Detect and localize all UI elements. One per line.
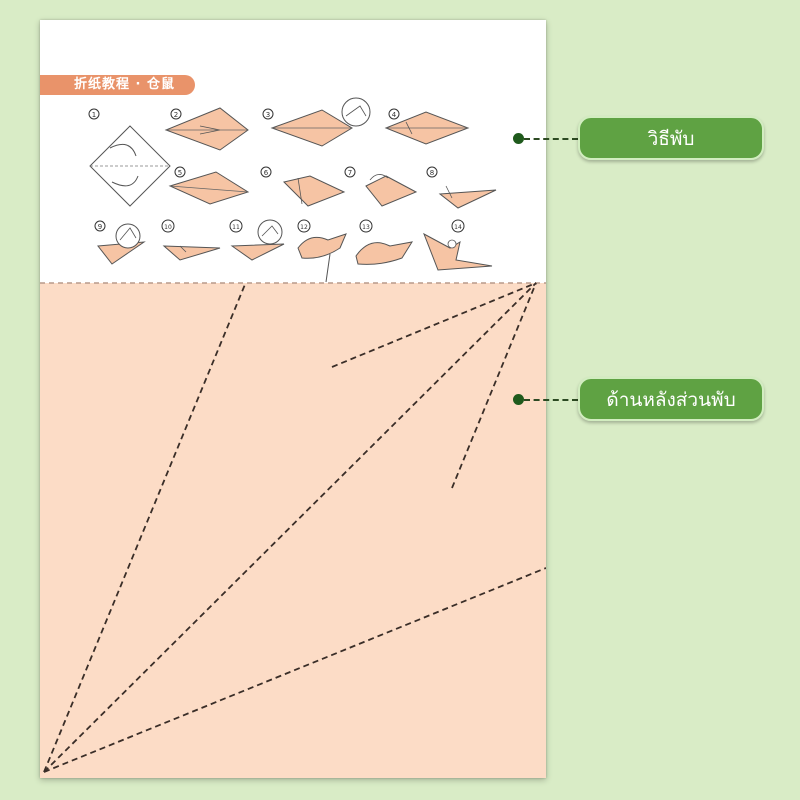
step-number-2: 2	[170, 108, 182, 120]
svg-text:5: 5	[178, 169, 182, 177]
step-number-3: 3	[262, 108, 274, 120]
step-2-diagram	[164, 107, 249, 151]
back-callout: ด้านหลังส่วนพับ	[578, 377, 764, 421]
step-number-14: 14	[451, 219, 465, 233]
step-number-6: 6	[260, 166, 272, 178]
step-number-10: 10	[161, 219, 175, 233]
step-number-8: 8	[426, 166, 438, 178]
svg-text:6: 6	[264, 169, 269, 177]
step-number-13: 13	[359, 219, 373, 233]
fold-diagram: 1 2 3 4 5 6 7 8 9 10 11 12 13 14	[40, 97, 546, 773]
back-pointer-dot	[513, 394, 524, 405]
steps-connector	[524, 138, 578, 140]
svg-text:13: 13	[362, 224, 370, 231]
step-number-9: 9	[94, 220, 106, 232]
steps-pointer-dot	[513, 133, 524, 144]
fold-line-5	[451, 282, 537, 489]
step-14-diagram	[423, 232, 493, 271]
fold-line-1	[43, 281, 247, 773]
step-number-4: 4	[388, 108, 400, 120]
step-11-diagram	[230, 219, 285, 261]
svg-text:4: 4	[392, 111, 397, 119]
fold-line-2	[43, 282, 537, 773]
svg-text:7: 7	[348, 169, 352, 177]
step-number-1: 1	[88, 108, 100, 120]
steps-callout: วิธีพับ	[578, 116, 764, 160]
svg-text:3: 3	[266, 111, 270, 119]
svg-text:9: 9	[98, 223, 102, 231]
fold-line-3	[43, 567, 546, 773]
svg-text:1: 1	[92, 111, 96, 119]
tutorial-title: 折纸教程 · 仓鼠	[40, 75, 195, 95]
svg-text:8: 8	[430, 169, 434, 177]
svg-text:11: 11	[232, 224, 240, 231]
step-8-diagram	[438, 185, 497, 209]
fold-lines-back	[43, 281, 546, 773]
back-connector	[524, 399, 578, 401]
step-7-diagram	[365, 174, 418, 207]
origami-sheet: 折纸教程 · 仓鼠	[40, 20, 546, 778]
step-5-diagram	[168, 171, 250, 205]
step-3-diagram	[270, 97, 371, 147]
svg-text:10: 10	[164, 224, 172, 231]
step-number-12: 12	[297, 219, 311, 233]
step-4-diagram	[384, 111, 470, 145]
step-9-diagram	[97, 223, 146, 265]
step-6-diagram	[283, 175, 346, 207]
svg-text:12: 12	[300, 224, 308, 231]
step-number-11: 11	[229, 219, 243, 233]
svg-text:14: 14	[454, 224, 462, 231]
fold-line-4	[331, 282, 537, 368]
step-1-diagram	[89, 125, 171, 207]
svg-text:2: 2	[174, 111, 178, 119]
step-number-7: 7	[344, 166, 356, 178]
step-12-diagram	[297, 233, 347, 283]
step-13-diagram	[355, 241, 414, 265]
step-10-diagram	[162, 245, 221, 261]
step-number-5: 5	[174, 166, 186, 178]
